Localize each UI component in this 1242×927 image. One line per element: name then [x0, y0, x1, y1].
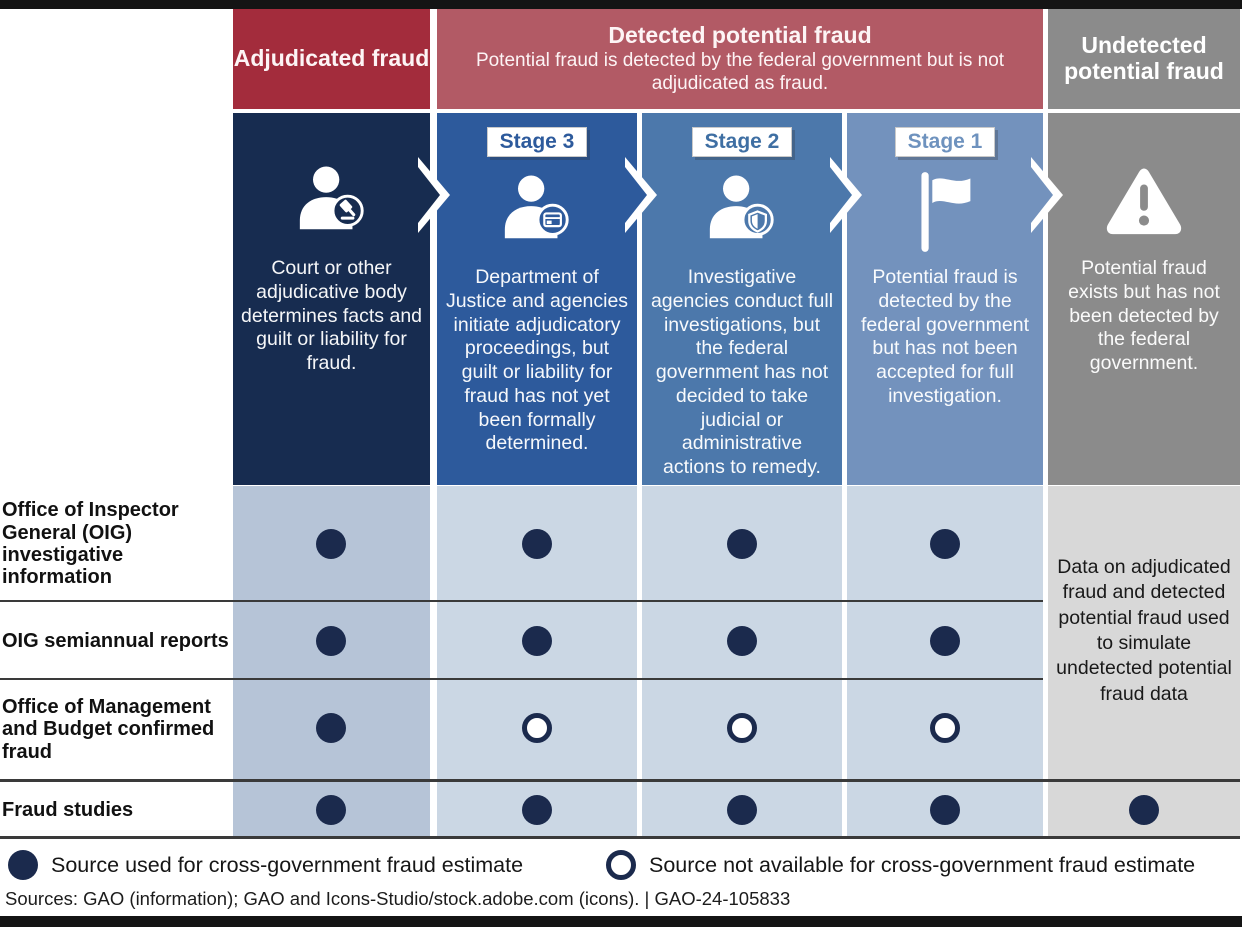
open-circle-icon	[606, 850, 636, 880]
sources-note: Sources: GAO (information); GAO and Icon…	[5, 888, 791, 909]
flow-chevron-icon	[625, 157, 657, 233]
flow-chevron-icon	[418, 157, 450, 233]
row-label-oig-semiannual-reports: OIG semiannual reports	[2, 629, 229, 652]
stage-description: Potential fraud is detected by the feder…	[860, 266, 1030, 407]
source-dot	[316, 713, 346, 743]
stage-label: Stage 3	[486, 127, 588, 157]
stage-description: Department of Justice and agencies initi…	[445, 266, 629, 455]
stage-description: Court or other adjudicative body determi…	[241, 257, 423, 375]
source-dot	[930, 713, 960, 743]
row-label-fraud-studies: Fraud studies	[2, 798, 134, 821]
stage-label: Stage 2	[691, 127, 793, 157]
warning-icon	[1103, 157, 1185, 249]
flag-icon	[916, 166, 974, 258]
row-label-oig-investigative-information: Office of Inspector General (OIG) invest…	[2, 499, 179, 589]
source-dot	[1129, 795, 1159, 825]
source-dot	[727, 795, 757, 825]
row-divider	[0, 678, 1043, 680]
header-detected-potential-fraud: Detected potential fraud Potential fraud…	[437, 9, 1043, 109]
bottom-border-bar	[0, 916, 1242, 927]
stage-label: Stage 1	[894, 127, 996, 157]
person-card-icon	[499, 166, 575, 258]
top-border-bar	[0, 0, 1242, 9]
header-adjudicated-fraud: Adjudicated fraud	[233, 9, 430, 109]
source-dot	[930, 529, 960, 559]
source-dot	[522, 795, 552, 825]
source-dot	[727, 626, 757, 656]
header-undetected-potential-fraud: Undetected potential fraud	[1048, 9, 1240, 109]
header-title: Undetected potential fraud	[1064, 32, 1224, 84]
table-bottom-border	[0, 836, 1240, 839]
stage-cell-stage-2: Stage 2 Investigative agencies conduct f…	[642, 113, 842, 485]
row-divider	[0, 779, 1240, 782]
source-dot	[522, 529, 552, 559]
undetected-data-note: Data on adjudicated fraud and detected p…	[1056, 555, 1232, 705]
stage-cell-adjudicated: Court or other adjudicative body determi…	[233, 113, 430, 485]
stage-description: Investigative agencies conduct full inve…	[650, 266, 834, 479]
header-subtitle: Potential fraud is detected by the feder…	[475, 50, 1005, 94]
source-dot	[316, 529, 346, 559]
source-dot	[727, 713, 757, 743]
legend-item-source-used: Source used for cross-government fraud e…	[8, 846, 523, 884]
source-dot	[930, 795, 960, 825]
stage-description: Potential fraud exists but has not been …	[1068, 257, 1220, 375]
source-dot	[316, 795, 346, 825]
row-divider	[0, 600, 1043, 602]
flow-chevron-icon	[1031, 157, 1063, 233]
header-title: Adjudicated fraud	[233, 45, 430, 72]
legend-item-source-not-available: Source not available for cross-governmen…	[606, 846, 1195, 884]
stage-cell-stage-3: Stage 3 Department of Justice and agenci…	[437, 113, 637, 485]
stage-cell-stage-1: Stage 1 Potential fraud is detected by t…	[847, 113, 1043, 485]
legend-label: Source used for cross-government fraud e…	[51, 852, 524, 877]
source-dot	[522, 626, 552, 656]
source-dot	[316, 626, 346, 656]
source-dot	[727, 529, 757, 559]
stage-cell-undetected: Potential fraud exists but has not been …	[1048, 113, 1240, 485]
person-gavel-icon	[294, 157, 370, 249]
source-dot	[930, 626, 960, 656]
header-title: Detected potential fraud	[608, 21, 872, 48]
row-label-omb-confirmed-fraud: Office of Management and Budget confirme…	[2, 695, 215, 763]
source-dot	[522, 713, 552, 743]
person-shield-icon	[704, 166, 780, 258]
legend-label: Source not available for cross-governmen…	[649, 852, 1196, 877]
flow-chevron-icon	[830, 157, 862, 233]
filled-circle-icon	[8, 850, 38, 880]
